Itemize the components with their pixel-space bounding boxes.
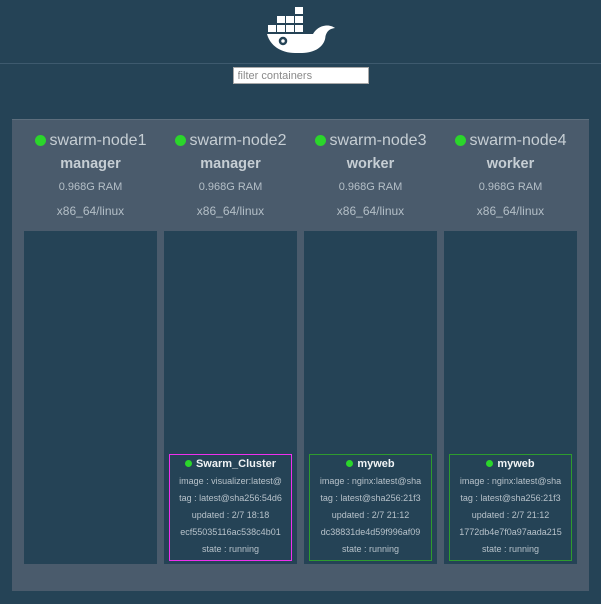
container-detail-line: updated : 2/7 21:12 xyxy=(471,510,550,520)
node-platform: x86_64/linux xyxy=(336,204,405,218)
container-detail-line: image : nginx:latest@sha xyxy=(319,476,422,486)
container-detail-line: state : running xyxy=(341,544,400,554)
node-ram: 0.968G RAM xyxy=(478,181,543,193)
node-platform: x86_64/linux xyxy=(56,204,125,218)
node-status-icon xyxy=(34,135,46,146)
node-column: swarm-node1 manager 0.968G RAM x86_64/li… xyxy=(24,126,157,564)
node-container-area: myweb image : nginx:latest@sha tag : late… xyxy=(444,231,577,564)
container-card: myweb image : nginx:latest@sha tag : late… xyxy=(449,454,572,561)
container-card: Swarm_Cluster image : visualizer:latest@… xyxy=(169,454,292,561)
node-ram: 0.968G RAM xyxy=(338,181,403,193)
container-title: Swarm_Cluster xyxy=(170,456,291,473)
container-card: myweb image : nginx:latest@sha tag : late… xyxy=(309,454,432,561)
container-detail-line: 1772db4e7f0a97aada215 xyxy=(459,527,562,537)
node-container-area: Swarm_Cluster image : visualizer:latest@… xyxy=(164,231,297,564)
node-grid: swarm-node1 manager 0.968G RAM x86_64/li… xyxy=(24,126,577,564)
filter-bar xyxy=(0,67,601,84)
container-detail-line: image : nginx:latest@sha xyxy=(459,476,562,486)
node-container-area: myweb image : nginx:latest@sha tag : late… xyxy=(304,231,437,564)
node-role: worker xyxy=(486,156,535,172)
node-column: swarm-node4 worker 0.968G RAM x86_64/lin… xyxy=(444,126,577,564)
container-title: myweb xyxy=(450,456,571,473)
node-platform: x86_64/linux xyxy=(476,204,545,218)
container-detail-line: tag : latest@sha256:21f3 xyxy=(460,493,561,503)
container-status-icon xyxy=(346,460,354,467)
node-ram: 0.968G RAM xyxy=(198,181,263,193)
node-name: swarm-node3 xyxy=(329,132,427,149)
node-name: swarm-node1 xyxy=(49,132,147,149)
node-title: swarm-node2 xyxy=(164,130,297,152)
container-detail-line: state : running xyxy=(201,544,260,554)
container-name: Swarm_Cluster xyxy=(195,458,277,470)
container-title: myweb xyxy=(310,456,431,473)
node-title: swarm-node4 xyxy=(444,130,577,152)
node-status-icon xyxy=(454,135,466,146)
node-platform: x86_64/linux xyxy=(196,204,265,218)
container-name: myweb xyxy=(357,458,395,470)
node-name: swarm-node4 xyxy=(469,132,567,149)
container-detail-line: tag : latest@sha256:21f3 xyxy=(320,493,421,503)
node-name: swarm-node2 xyxy=(189,132,287,149)
node-role: manager xyxy=(200,156,261,172)
container-detail-line: image : visualizer:latest@ xyxy=(179,476,282,486)
node-title: swarm-node1 xyxy=(24,130,157,152)
container-status-icon xyxy=(184,460,192,467)
docker-logo-icon xyxy=(266,3,335,60)
swarm-panel: swarm-node1 manager 0.968G RAM x86_64/li… xyxy=(12,119,589,591)
container-detail-line: state : running xyxy=(481,544,540,554)
container-detail-line: updated : 2/7 21:12 xyxy=(331,510,410,520)
node-ram: 0.968G RAM xyxy=(58,181,123,193)
node-role: worker xyxy=(346,156,395,172)
node-column: swarm-node3 worker 0.968G RAM x86_64/lin… xyxy=(304,126,437,564)
node-status-icon xyxy=(174,135,186,146)
node-column: swarm-node2 manager 0.968G RAM x86_64/li… xyxy=(164,126,297,564)
container-name: myweb xyxy=(497,458,535,470)
container-detail-line: updated : 2/7 18:18 xyxy=(191,510,270,520)
node-title: swarm-node3 xyxy=(304,130,437,152)
node-status-icon xyxy=(314,135,326,146)
filter-input[interactable] xyxy=(232,67,369,84)
container-detail-line: dc38831de4d59f996af09 xyxy=(320,527,421,537)
container-detail-line: tag : latest@sha256:54d6 xyxy=(179,493,282,503)
container-detail-line: ecf55035116ac538c4b01 xyxy=(180,527,281,537)
node-container-area xyxy=(24,231,157,564)
node-role: manager xyxy=(60,156,121,172)
container-status-icon xyxy=(486,460,494,467)
app-header xyxy=(0,0,601,64)
